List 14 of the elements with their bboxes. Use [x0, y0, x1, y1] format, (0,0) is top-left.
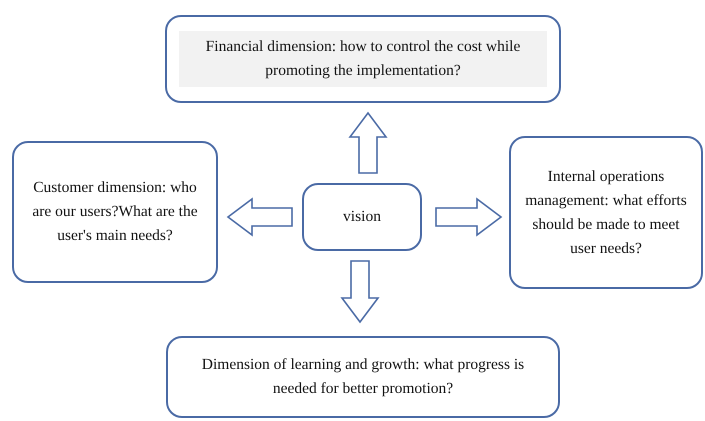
- block-arrow: [435, 197, 502, 237]
- block-arrow: [340, 260, 380, 324]
- node-text: Internal operations management: what efforts should be made to meet user needs?: [524, 166, 688, 258]
- dimension-box: [509, 136, 703, 289]
- dimension-box: [165, 15, 561, 103]
- dimension-box: [12, 141, 218, 283]
- vision-box: [302, 183, 422, 251]
- block-arrow: [226, 197, 293, 237]
- block-arrow: [348, 112, 388, 174]
- node-text: vision: [343, 207, 381, 227]
- node-text: Dimension of learning and growth: what progress is needed for better promotion?: [200, 355, 526, 399]
- node-text: Customer dimension: who are our users?What are the user's main needs?: [31, 178, 199, 246]
- dimension-box: [166, 336, 560, 418]
- node-text: Financial dimension: how to control the cost while promoting the implementation?: [179, 31, 547, 87]
